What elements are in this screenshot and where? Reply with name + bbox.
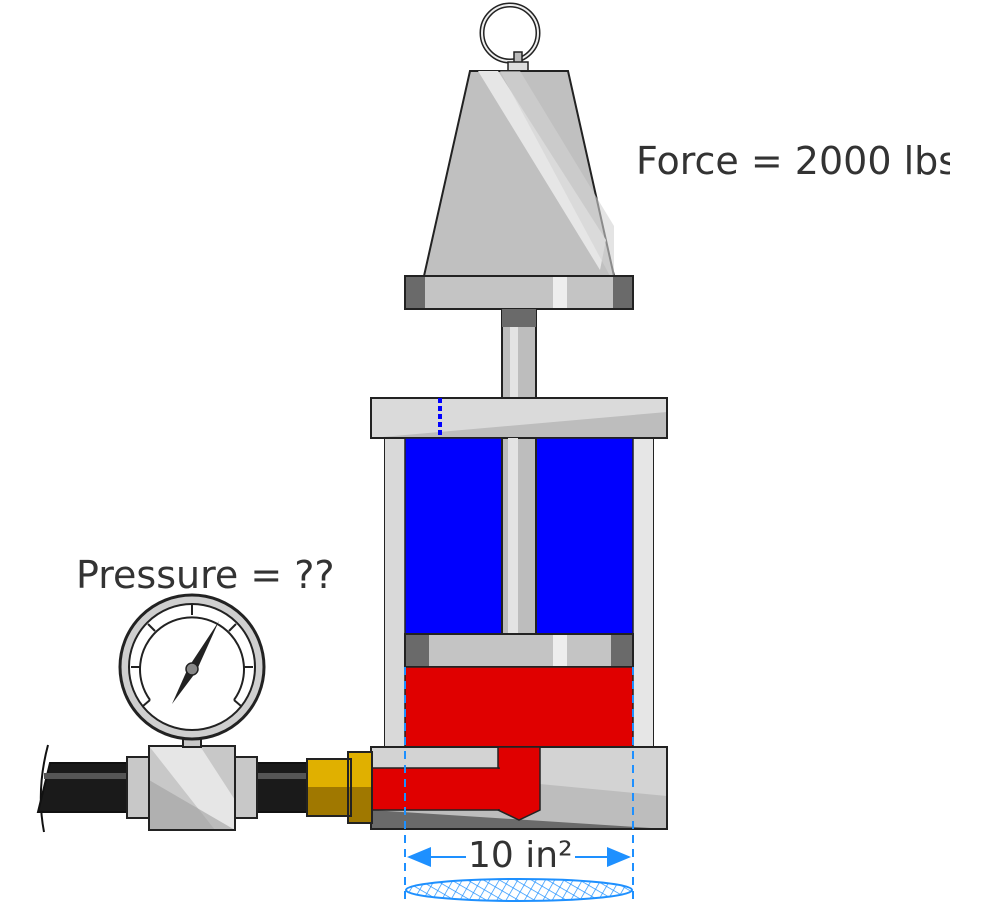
- weight-icon: [404, 70, 634, 310]
- area-hatch-icon: [405, 878, 633, 902]
- hose-icon: [36, 744, 373, 833]
- pull-ring-icon: [479, 2, 541, 73]
- area-label: 10 in²: [466, 835, 575, 876]
- pressure-label: Pressure = ??: [76, 553, 335, 597]
- hydraulic-cylinder-icon: [370, 397, 668, 830]
- pressure-gauge-icon: [118, 593, 266, 748]
- force-label: Force = 2000 lbs: [636, 142, 950, 180]
- piston-rod: [501, 308, 537, 400]
